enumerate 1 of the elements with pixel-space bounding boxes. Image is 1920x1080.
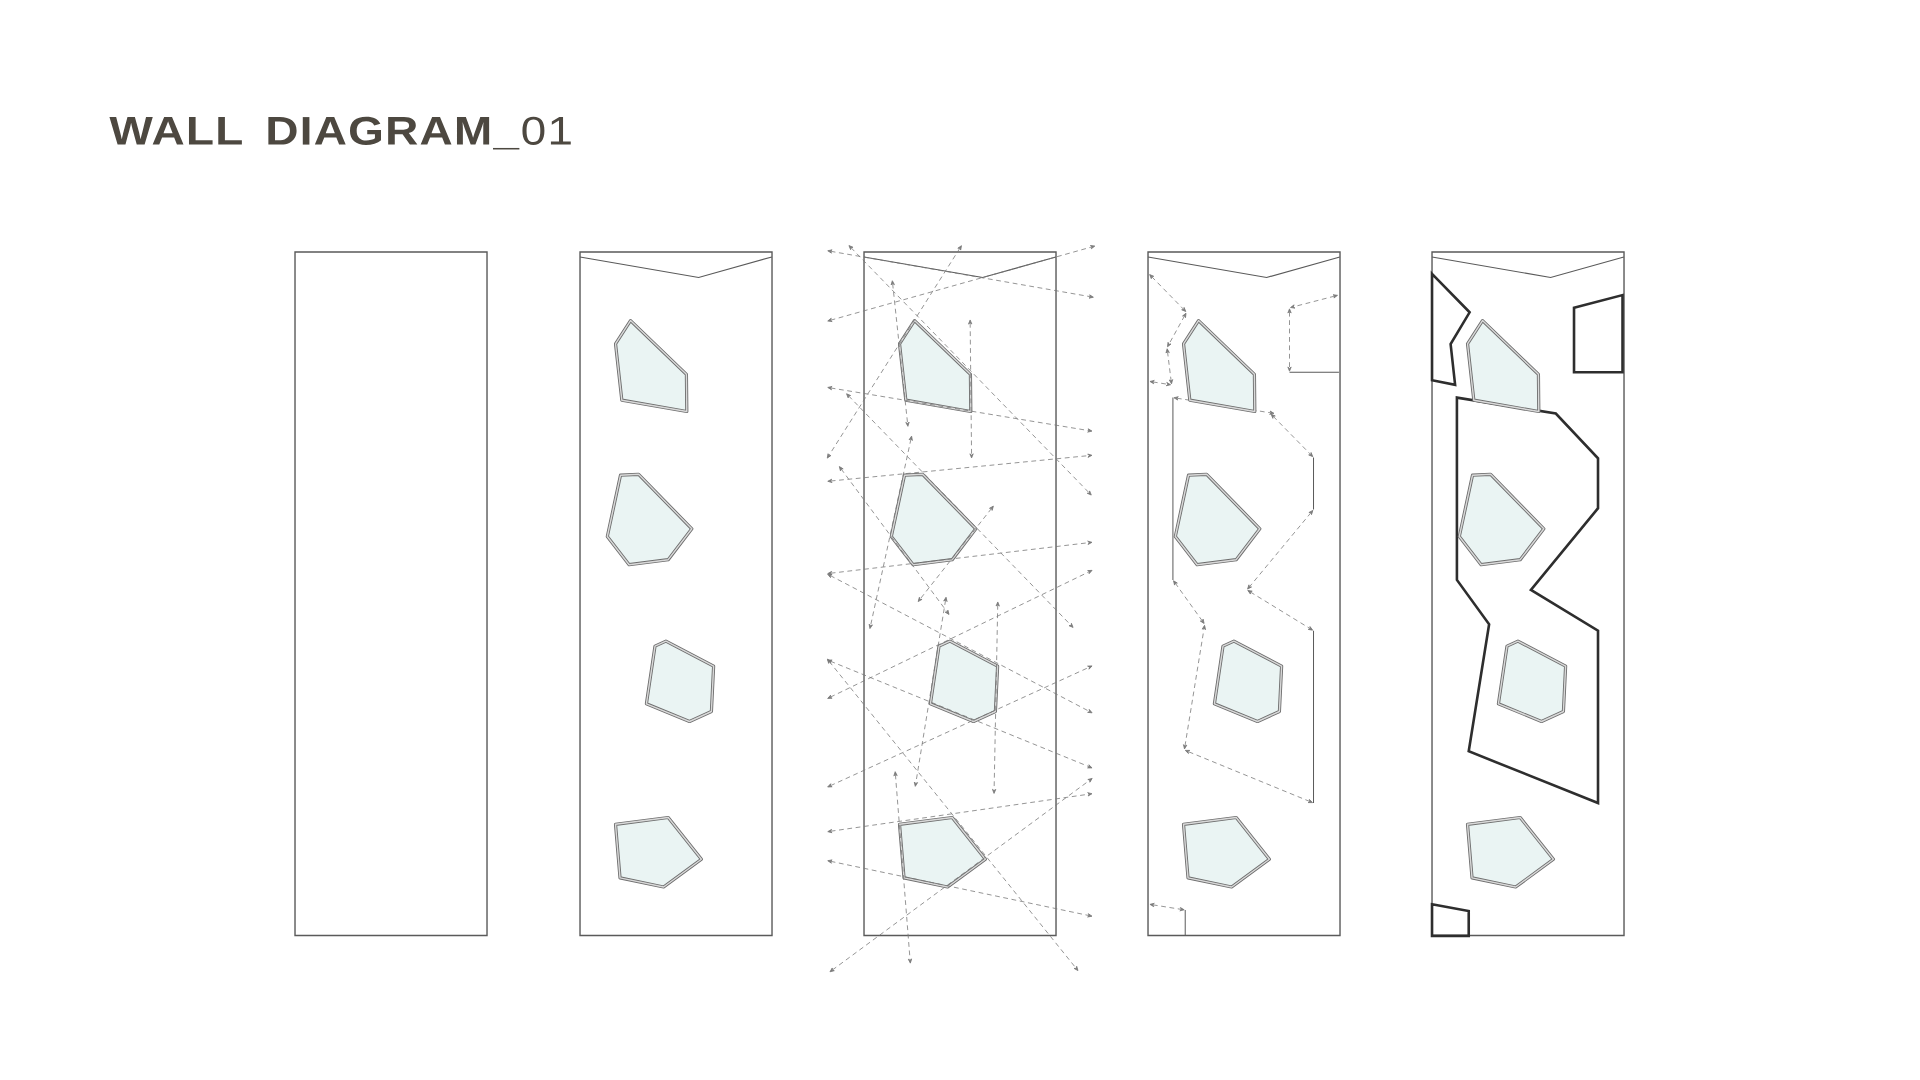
title: WALL DIAGRAM_01: [109, 116, 571, 150]
